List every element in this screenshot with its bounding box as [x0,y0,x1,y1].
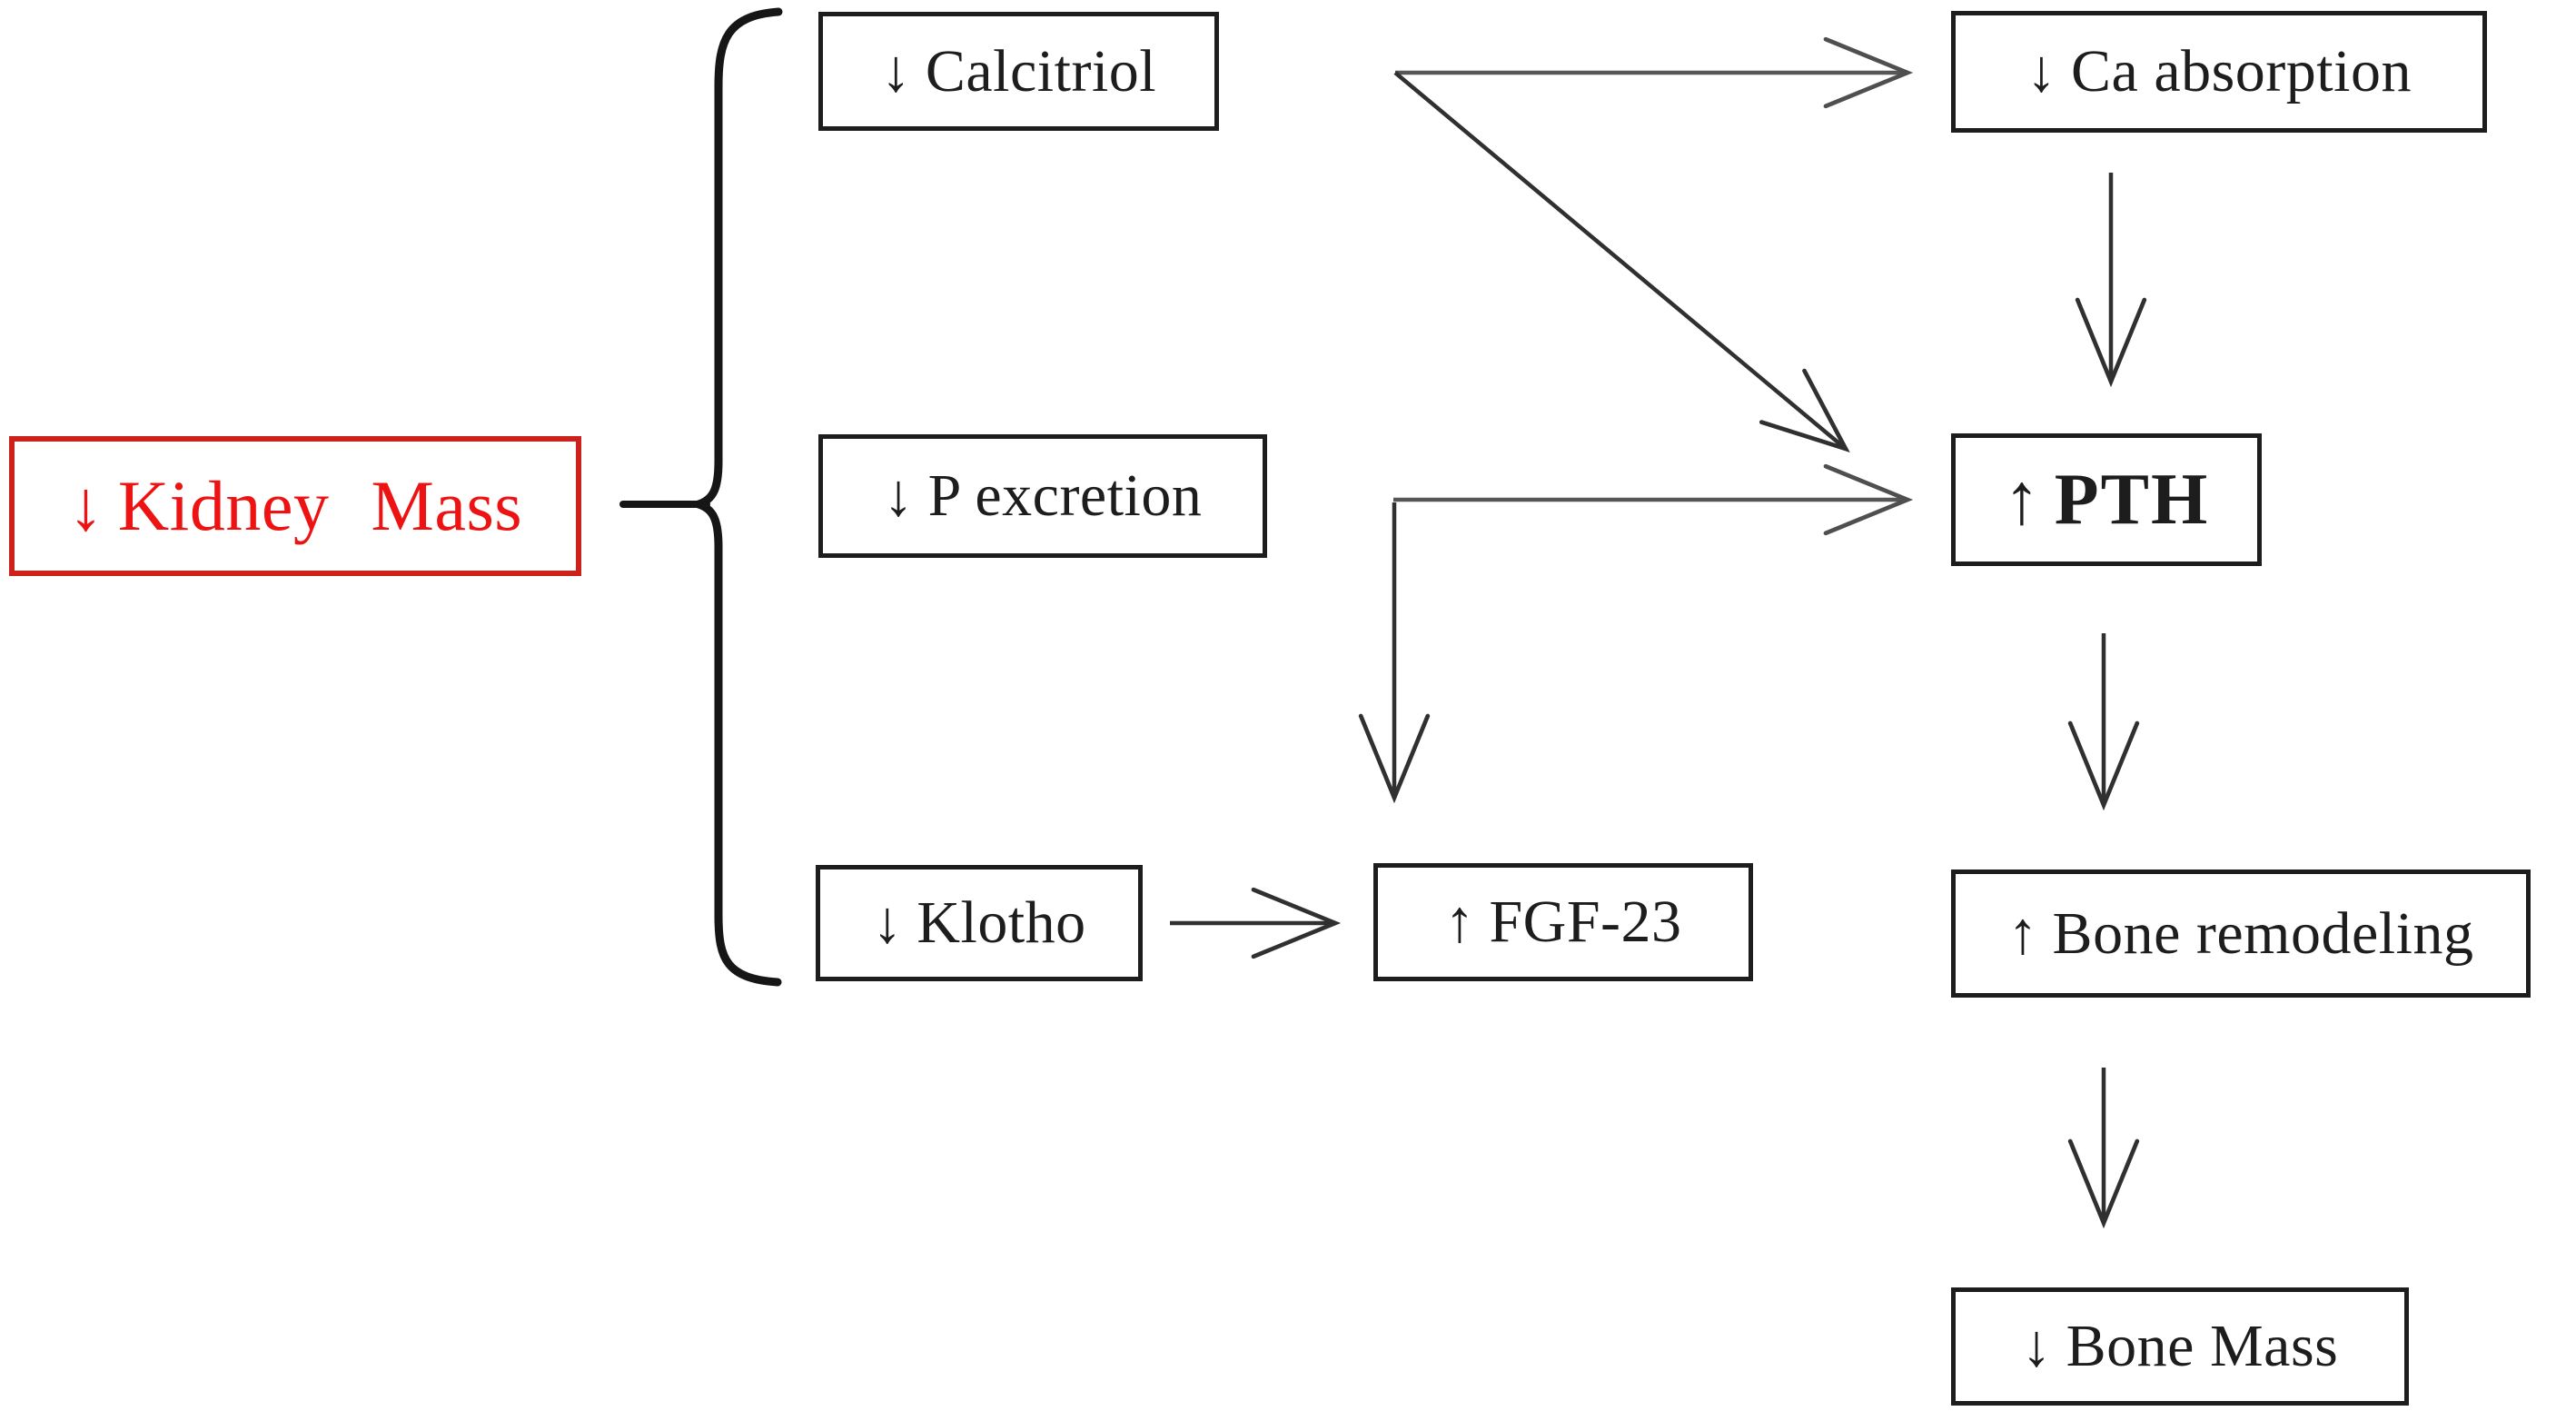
node-pth-label: PTH [2054,460,2210,540]
up-arrow-icon: ↑ [2007,899,2038,967]
node-bone-remodeling: ↑ Bone remodeling [1951,869,2531,998]
node-klotho-label: Klotho [916,889,1086,956]
down-arrow-icon: ↓ [2026,38,2057,104]
node-klotho: ↓ Klotho [816,865,1143,981]
node-bone-mass-label: Bone Mass [2066,1313,2339,1379]
node-bone-remodeling-label: Bone remodeling [2052,899,2474,967]
node-p-excretion-label: P excretion [927,462,1203,529]
down-arrow-icon: ↓ [883,462,914,529]
down-arrow-icon: ↓ [2021,1313,2052,1379]
up-arrow-icon: ↑ [2003,460,2040,540]
node-pth: ↑ PTH [1951,433,2262,566]
down-arrow-icon: ↓ [872,889,903,956]
node-ca-absorption: ↓ Ca absorption [1951,11,2487,133]
node-kidney-mass-label: Kidney Mass [117,466,523,545]
edge-calcitriol-to-pth [1393,71,1850,452]
node-fgf23-label: FGF-23 [1489,889,1682,955]
node-ca-absorption-label: Ca absorption [2071,38,2412,104]
brace [684,7,783,987]
node-calcitriol: ↓ Calcitriol [818,12,1219,131]
down-arrow-icon: ↓ [880,37,911,104]
node-p-excretion: ↓ P excretion [818,434,1267,558]
up-arrow-icon: ↑ [1444,889,1475,955]
down-arrow-icon: ↓ [67,466,104,545]
node-fgf23: ↑ FGF-23 [1373,863,1753,981]
node-bone-mass: ↓ Bone Mass [1951,1287,2409,1406]
node-calcitriol-label: Calcitriol [925,37,1157,104]
node-kidney-mass: ↓ Kidney Mass [9,436,581,576]
